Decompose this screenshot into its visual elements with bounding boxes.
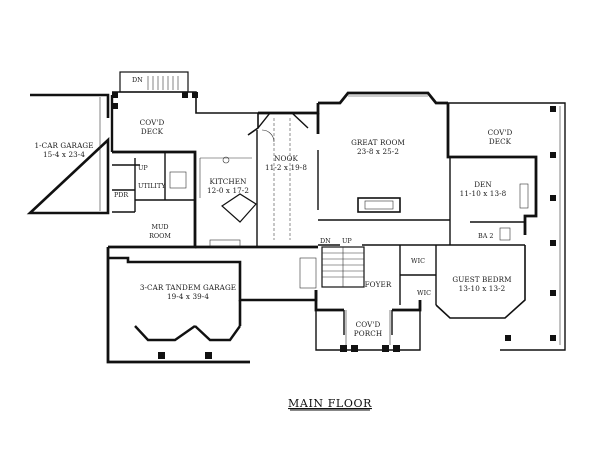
garage1-name: 1-CAR GARAGE xyxy=(34,141,93,150)
stair-dn-label: DN xyxy=(320,237,331,245)
tandem-dim: 19-4 x 39-4 xyxy=(167,292,209,301)
guest-bay xyxy=(435,245,526,319)
den-fixtures xyxy=(499,183,529,241)
garage-1-car xyxy=(26,93,110,215)
up-rear-label: UP xyxy=(138,164,148,172)
ba2-label: BA 2 xyxy=(478,232,493,240)
guest-name: GUEST BEDRM xyxy=(452,275,511,284)
kitchen-fixtures xyxy=(169,156,257,247)
mud-room-name: MUD xyxy=(151,223,168,231)
covered-porch xyxy=(315,310,421,352)
stair xyxy=(299,246,365,289)
nook-name: NOOK xyxy=(274,154,298,163)
mud-room-name2: ROOM xyxy=(149,232,171,240)
interior-walls xyxy=(112,130,525,335)
guest-dim: 13-10 x 13-2 xyxy=(459,284,506,293)
tandem-name: 3-CAR TANDEM GARAGE xyxy=(140,283,236,292)
pdr-label: PDR xyxy=(114,191,128,199)
den-dim: 11-10 x 13-8 xyxy=(460,189,507,198)
foyer-name: FOYER xyxy=(365,280,392,289)
great-room-dim: 23-8 x 25-2 xyxy=(357,147,399,156)
covered-deck-right xyxy=(448,102,566,351)
deck-right-name: COV'D xyxy=(488,128,513,137)
den-name: DEN xyxy=(474,180,492,189)
porch-name2: PORCH xyxy=(354,329,382,338)
stair-up-label: UP xyxy=(342,237,352,245)
covered-deck-left xyxy=(110,71,259,152)
garage1-dim: 15-4 x 23-4 xyxy=(43,150,85,159)
floor-title: MAIN FLOOR xyxy=(288,397,372,410)
exterior-walls xyxy=(106,91,538,364)
deck-left-name2: DECK xyxy=(141,127,164,136)
utility-label: UTILITY xyxy=(138,182,166,190)
kitchen-name: KITCHEN xyxy=(209,177,246,186)
porch-name: COV'D xyxy=(356,320,381,329)
fireplace xyxy=(357,197,401,213)
nook-dim: 11-2 x 19-8 xyxy=(265,163,307,172)
nook-bay xyxy=(257,112,309,240)
kitchen-dim: 12-0 x 17-2 xyxy=(207,186,249,195)
deck-right-name2: DECK xyxy=(489,137,512,146)
deck-left-name: COV'D xyxy=(140,118,165,127)
great-room-name: GREAT ROOM xyxy=(351,138,405,147)
tandem-garage xyxy=(108,256,318,359)
deck-stair-label: DN xyxy=(132,76,143,84)
wic2-label: WIC xyxy=(417,289,431,297)
wic1-label: WIC xyxy=(411,257,425,265)
